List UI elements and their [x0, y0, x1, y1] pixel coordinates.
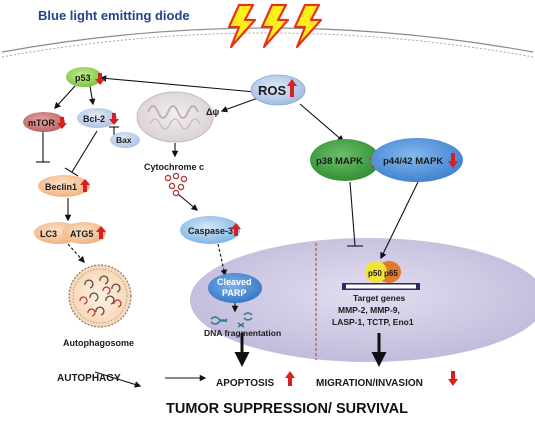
- up-arrow-icon: [287, 79, 297, 97]
- up-arrow-icon: [80, 179, 90, 192]
- bcl2-node: [77, 108, 117, 128]
- caspase3-node: [180, 216, 240, 244]
- beclin1-node: [38, 175, 90, 197]
- mitochondrion-icon: [136, 91, 214, 143]
- mtor-node: [23, 112, 65, 132]
- apoptosis-label: APOPTOSIS: [216, 378, 274, 389]
- target-genes-line1: MMP-2, MMP-9,: [338, 305, 400, 315]
- caspase3-label: Caspase-3: [188, 226, 233, 236]
- lightning-bolt-icon: [227, 3, 257, 49]
- nucleus-region-ellipse: [190, 238, 535, 362]
- ros-label: ROS: [258, 83, 287, 98]
- cleaved-label: Cleaved: [217, 277, 252, 287]
- delta-psi-label: Δψ: [206, 107, 219, 117]
- p4442-label: p44/42 MAPK: [383, 156, 443, 167]
- atg5-node: [62, 222, 106, 244]
- lc3-label: LC3: [40, 229, 57, 239]
- pathway-connectors: [36, 75, 419, 388]
- mtor-label: mTOR: [28, 118, 55, 128]
- autophagosome-icon: [68, 264, 132, 328]
- atg5-label: ATG5: [70, 229, 93, 239]
- p4442-mapk-node: [371, 138, 463, 182]
- dna-bar-inner: [346, 284, 416, 289]
- p50-node: [365, 261, 387, 283]
- outcome-arrows: [234, 333, 387, 367]
- down-arrow-icon: [95, 73, 105, 85]
- p50-label: p50: [368, 269, 382, 278]
- p53-node: [66, 67, 102, 87]
- dna-fragmentation-label: DNA fragmentation: [204, 328, 281, 338]
- p65-label: p65: [384, 269, 398, 278]
- lightning-bolt-icon: [293, 3, 323, 49]
- down-arrow-icon: [57, 117, 67, 129]
- up-arrow-icon: [231, 223, 241, 236]
- parp-label: PARP: [222, 288, 246, 298]
- bax-label: Bax: [116, 135, 132, 145]
- lightning-bolt-icon: [260, 3, 290, 49]
- migration-invasion-label: MIGRATION/INVASION: [316, 378, 423, 389]
- footer-title: TUMOR SUPPRESSION/ SURVIVAL: [166, 401, 408, 417]
- autophagosome-label: Autophagosome: [63, 338, 134, 348]
- down-arrow-icon: [448, 371, 458, 386]
- cytochrome-c-label: Cytochrome c: [144, 162, 204, 172]
- down-arrow-icon: [109, 113, 119, 125]
- beclin1-label: Beclin1: [45, 182, 77, 192]
- cleaved-parp-node: [208, 273, 262, 303]
- up-arrow-icon: [285, 371, 295, 386]
- dna-fragment-icon: [210, 312, 253, 328]
- up-arrow-icon: [96, 226, 106, 239]
- autophagy-label: AUTOPHAGY: [57, 373, 121, 384]
- target-genes-line2: LASP-1, TCTP, Eno1: [332, 317, 414, 327]
- target-genes-title: Target genes: [353, 293, 406, 303]
- p38-mapk-node: [310, 139, 380, 181]
- bax-node: [110, 132, 140, 148]
- cytochrome-c-molecules-icon: [164, 172, 188, 197]
- header-title: Blue light emitting diode: [38, 8, 190, 23]
- bcl2-label: Bcl-2: [83, 114, 105, 124]
- down-arrow-icon: [448, 153, 458, 168]
- p38-label: p38 MAPK: [316, 156, 363, 167]
- p53-label: p53: [75, 73, 91, 83]
